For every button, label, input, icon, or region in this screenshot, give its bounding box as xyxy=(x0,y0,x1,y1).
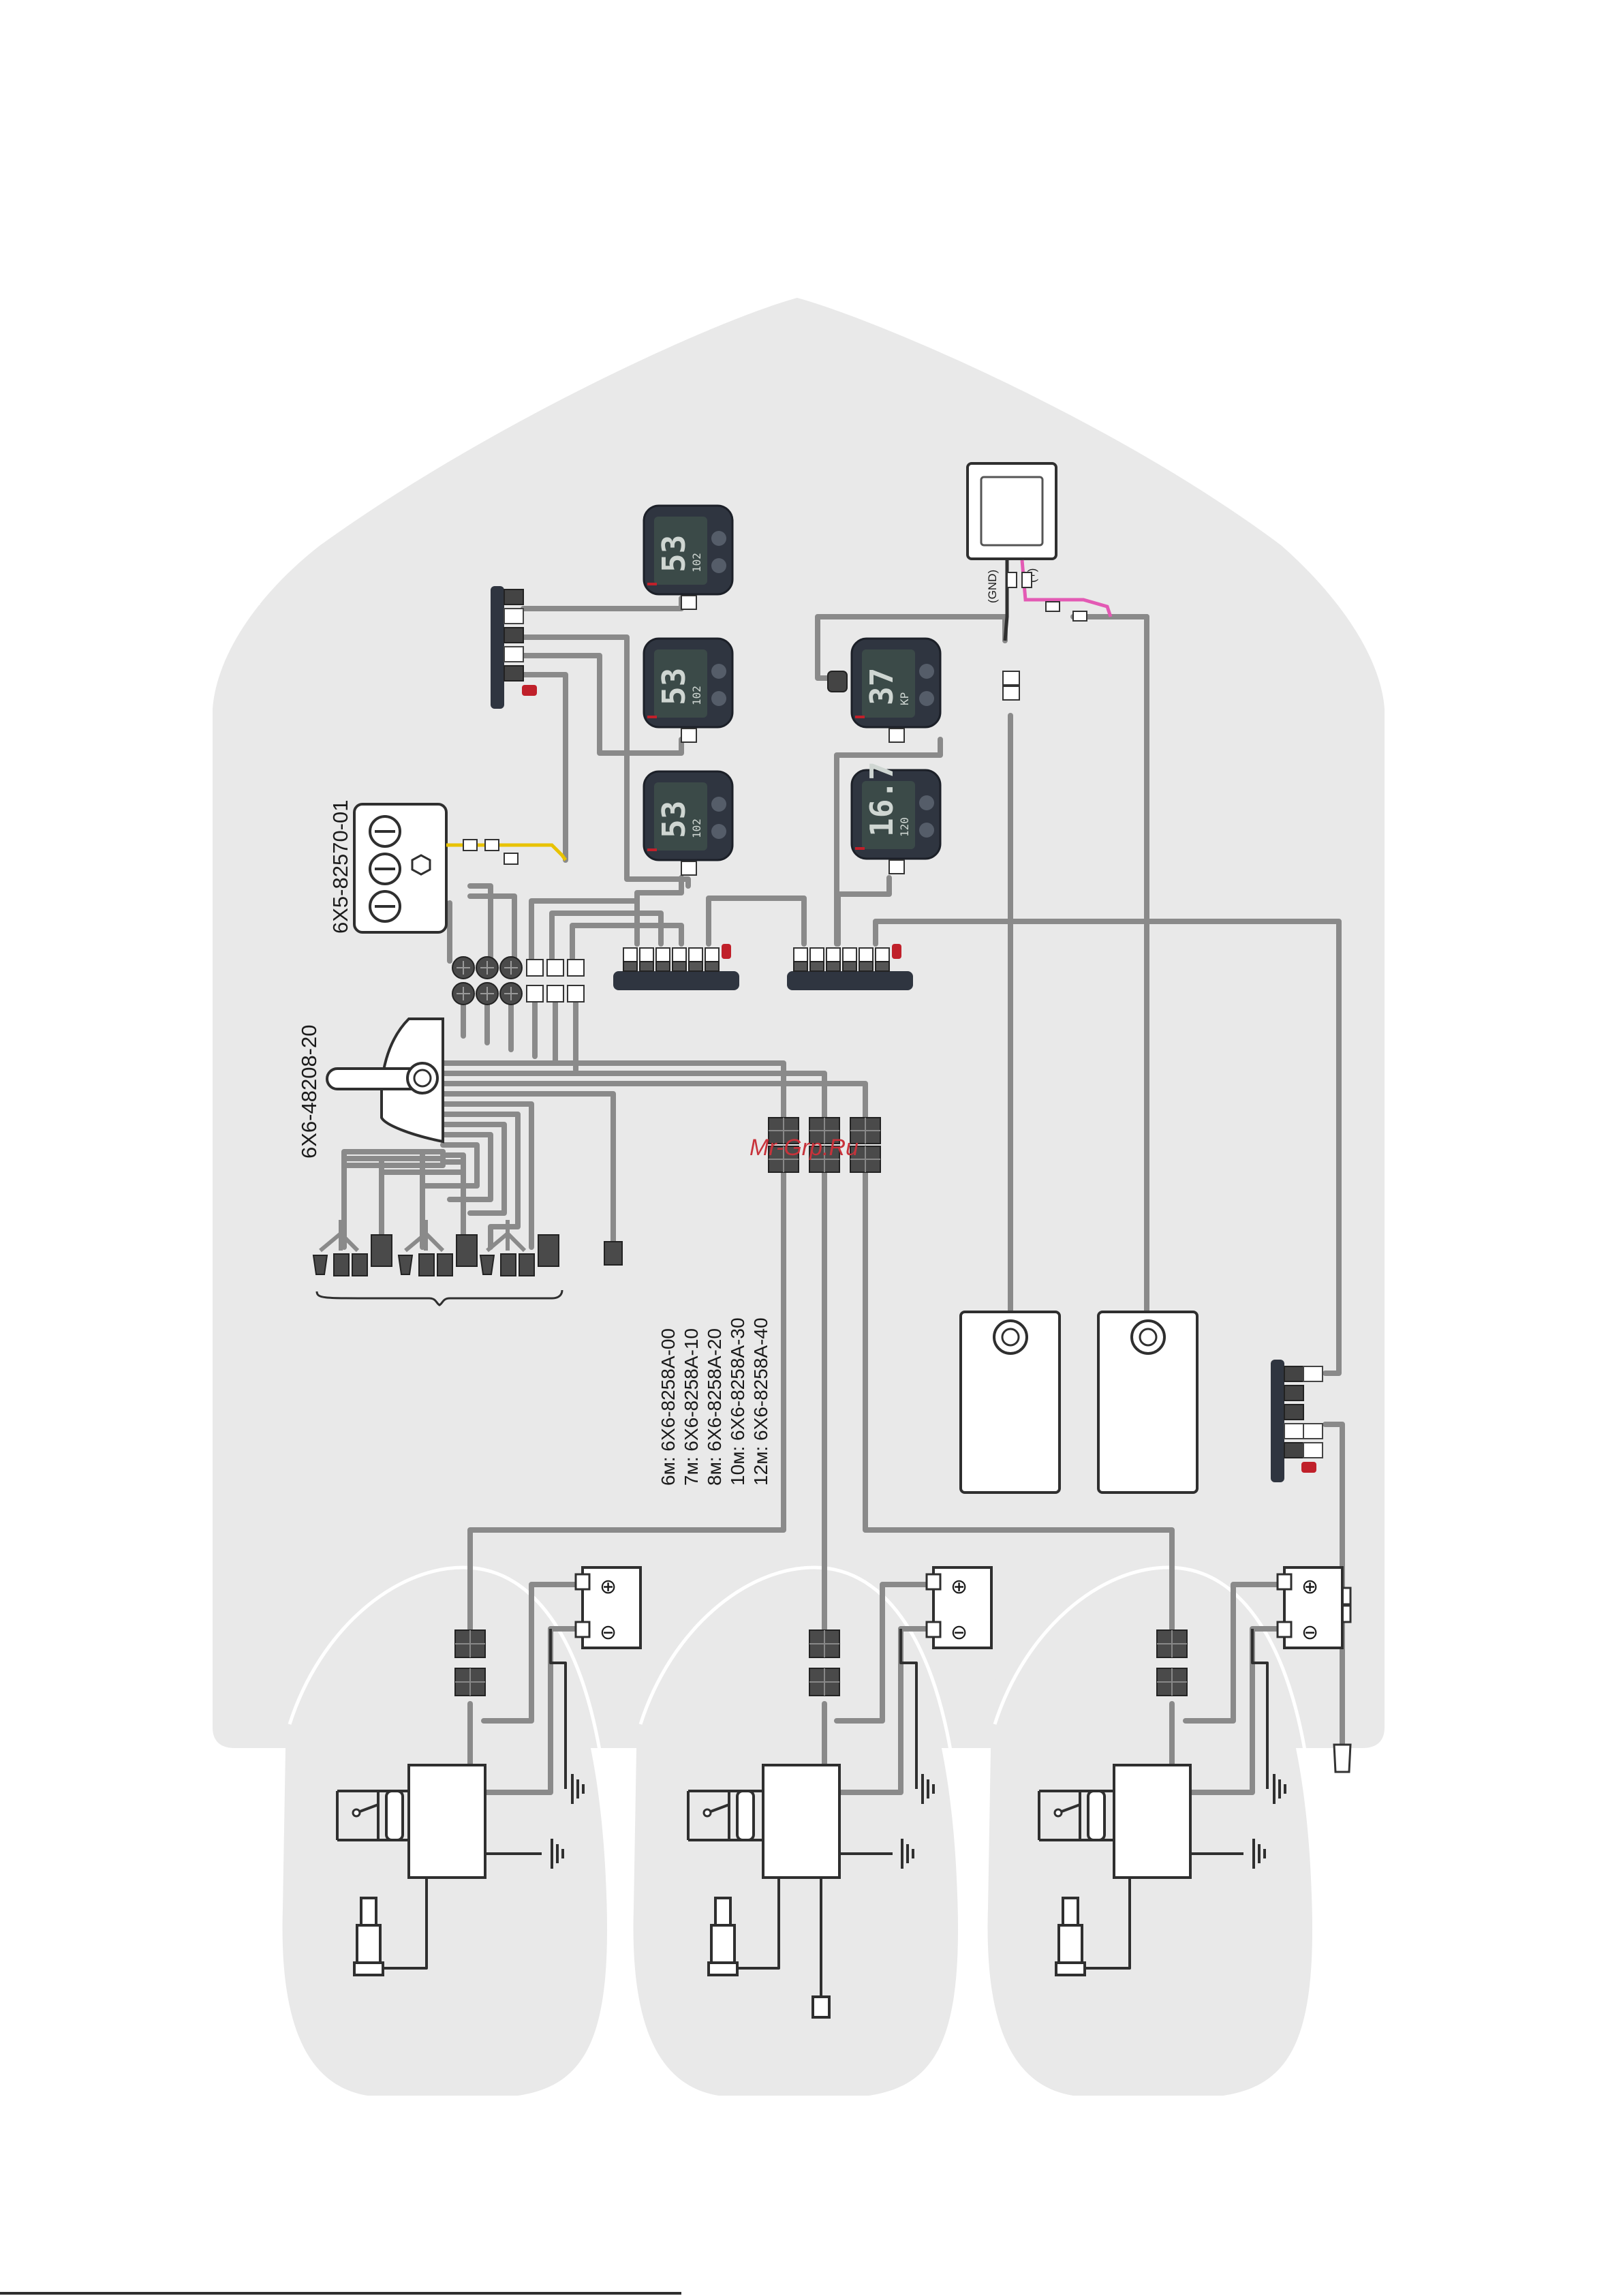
gauge-reading: 53 xyxy=(655,801,692,838)
cable-length-label: 12м: 6X6-8258A-40 xyxy=(750,1317,771,1486)
square-connector xyxy=(547,985,563,1002)
battery-minus-terminal: ⊖ xyxy=(950,1621,968,1644)
square-connector xyxy=(527,960,543,976)
gauge-connector xyxy=(681,729,696,742)
gauge: 53102 xyxy=(644,639,732,742)
battery: ⊕⊖ xyxy=(1278,1567,1342,1648)
gauge-button-up xyxy=(711,531,726,546)
gauge-connector xyxy=(889,729,904,742)
battery-minus-terminal: ⊖ xyxy=(600,1621,617,1644)
gauge-button-down xyxy=(919,823,934,838)
engine-ecu xyxy=(763,1765,839,1878)
gauge-reading: 16.7 xyxy=(863,761,900,837)
plug-connector xyxy=(399,1255,412,1274)
square-connector xyxy=(547,960,563,976)
battery: ⊕⊖ xyxy=(927,1567,991,1648)
gauge-sub-reading: 102 xyxy=(690,686,703,705)
engine-ecu xyxy=(1114,1765,1190,1878)
gauge-button-down xyxy=(919,691,934,706)
plug-connector xyxy=(419,1254,434,1276)
sensor-icon xyxy=(715,1898,730,1925)
gauge-button-up xyxy=(919,795,934,810)
hub-right-body xyxy=(1271,1360,1284,1482)
gauge-connector xyxy=(681,861,696,875)
gauge-connector xyxy=(681,596,696,609)
plug-connector xyxy=(437,1254,452,1276)
switch-panel-part-label: 6X5-82570-01 xyxy=(328,800,352,934)
gauge-button-up xyxy=(711,664,726,679)
gauge-button-up xyxy=(919,664,934,679)
gauge-brand-mark xyxy=(855,847,865,850)
neutral-switch xyxy=(1088,1791,1104,1840)
square-connector xyxy=(527,985,543,1002)
gauge-sub-reading: 120 xyxy=(898,817,911,837)
gnd-label: (GND) xyxy=(986,570,999,603)
gauge-side-connector xyxy=(828,671,847,692)
terminator xyxy=(1334,1745,1350,1772)
cable-length-label: 7м: 6X6-8258A-10 xyxy=(681,1328,702,1486)
multi-pin-connector xyxy=(457,1235,477,1266)
plug-connector xyxy=(313,1255,327,1274)
neutral-switch xyxy=(737,1791,754,1840)
hub-body xyxy=(491,586,504,709)
multi-pin-connector xyxy=(371,1235,392,1266)
multi-pin-connector xyxy=(538,1235,559,1266)
gauge-button-up xyxy=(711,797,726,812)
square-connector xyxy=(568,985,584,1002)
hub-right-red-cap xyxy=(1301,1462,1316,1473)
gauge-brand-mark xyxy=(855,716,865,718)
gauge-brand-mark xyxy=(647,848,657,851)
cable-length-label: 6м: 6X6-8258A-00 xyxy=(658,1328,679,1486)
gauge-reading: 53 xyxy=(655,535,692,572)
gauge-sub-reading: 102 xyxy=(690,553,703,572)
test-plug xyxy=(813,1997,829,2017)
watermark: Mr-Grp.Ru xyxy=(749,1135,859,1161)
battery-plus-terminal: ⊕ xyxy=(1301,1576,1318,1598)
neutral-switch xyxy=(386,1791,403,1840)
plug-connector xyxy=(334,1254,349,1276)
gauge-reading: 37 xyxy=(863,668,900,705)
square-connector xyxy=(568,960,584,976)
hub-red-cap xyxy=(522,685,537,696)
plug-connector xyxy=(480,1255,494,1274)
engine-ecu xyxy=(409,1765,485,1878)
sensor-icon xyxy=(361,1898,376,1925)
gauge-sub-reading: KP xyxy=(898,692,911,705)
plug-connector xyxy=(519,1254,534,1276)
junction-red-cap xyxy=(892,944,901,959)
plug-connector xyxy=(501,1254,516,1276)
junction-red-cap xyxy=(722,944,731,959)
plug-connector xyxy=(352,1254,367,1276)
sensor-icon xyxy=(1063,1898,1078,1925)
control-part-label: 6X6-48208-20 xyxy=(297,1025,321,1159)
battery-plus-terminal: ⊕ xyxy=(600,1576,617,1598)
hull-outline xyxy=(213,298,1385,1748)
gauge-brand-mark xyxy=(647,583,657,585)
cable-length-labels: 6м: 6X6-8258A-007м: 6X6-8258A-108м: 6X6-… xyxy=(658,1317,771,1486)
gauge-sub-reading: 102 xyxy=(690,818,703,838)
single-connector xyxy=(604,1242,622,1265)
gauge-button-down xyxy=(711,558,726,573)
battery-minus-terminal: ⊖ xyxy=(1301,1621,1318,1644)
battery-plus-terminal: ⊕ xyxy=(950,1576,968,1598)
gauge-reading: 53 xyxy=(655,668,692,705)
cable-length-label: 10м: 6X6-8258A-30 xyxy=(727,1317,748,1486)
gauge-button-down xyxy=(711,824,726,839)
gauge-brand-mark xyxy=(647,716,657,718)
junction-block-body xyxy=(787,971,913,990)
gauge-button-down xyxy=(711,691,726,706)
battery: ⊕⊖ xyxy=(576,1567,640,1648)
panel-stop-switch xyxy=(412,855,430,874)
cable-length-label: 8м: 6X6-8258A-20 xyxy=(704,1328,725,1486)
gauge-connector xyxy=(889,860,904,874)
junction-block-body xyxy=(613,971,739,990)
